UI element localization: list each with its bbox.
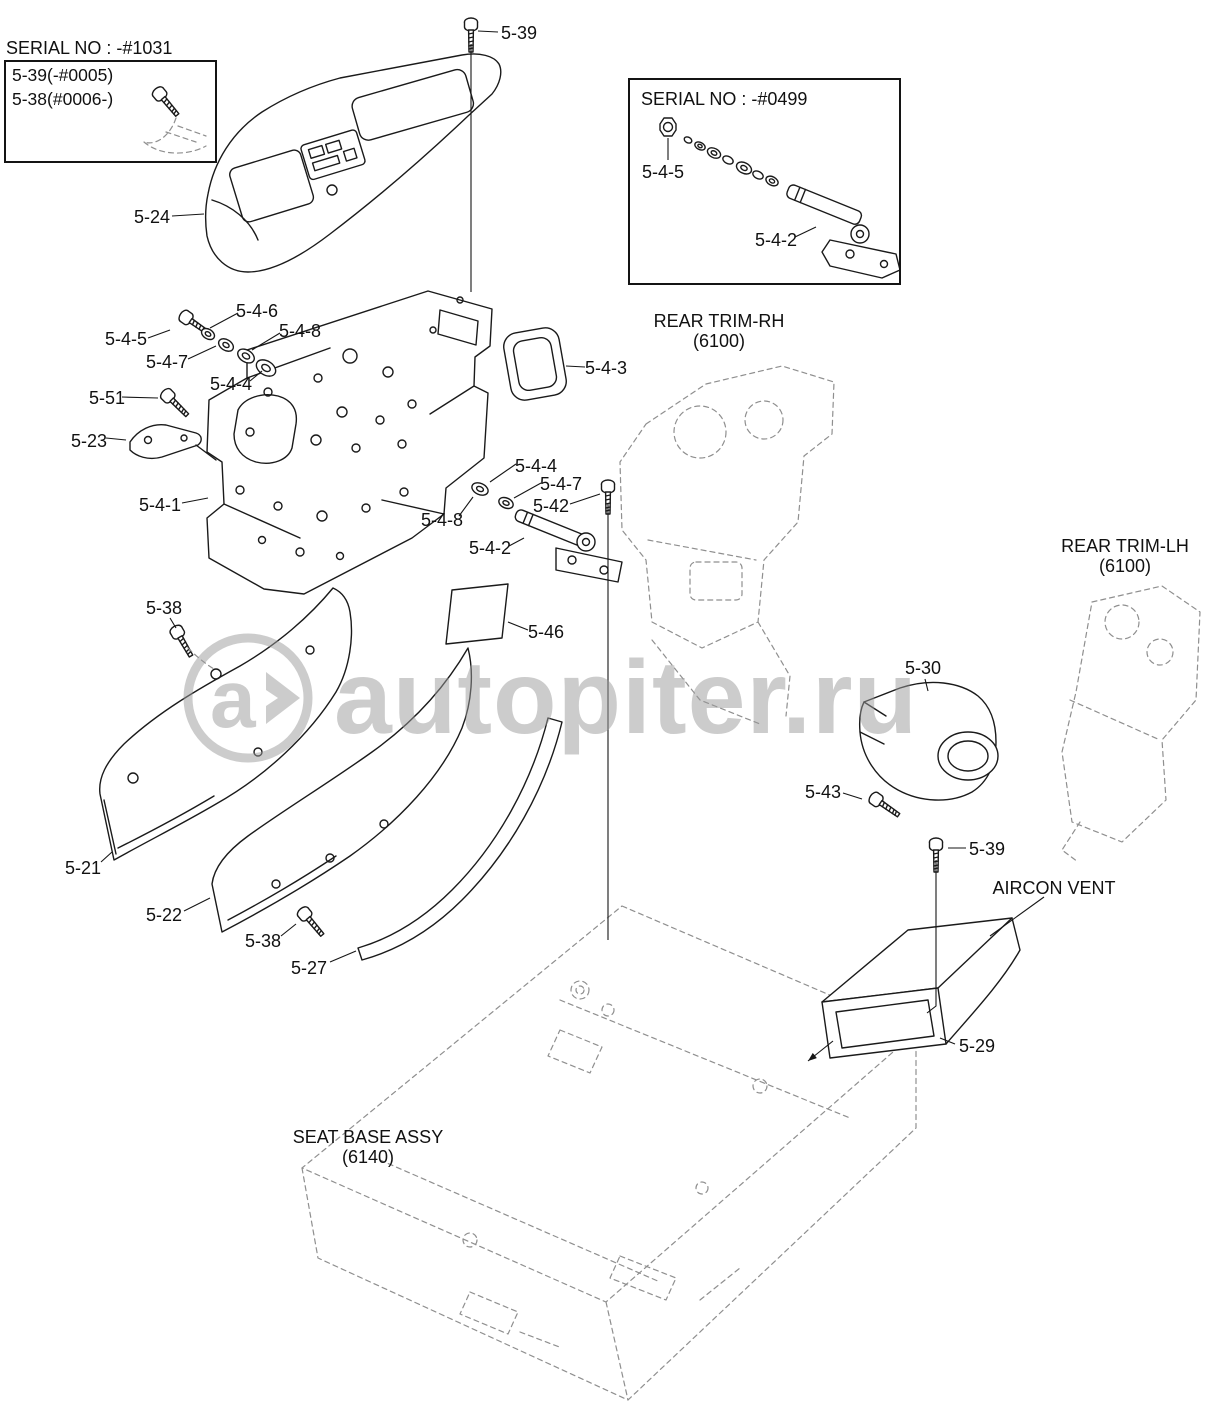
gasket-5-4-3	[503, 327, 567, 401]
seat-base-assy-ghost	[301, 905, 917, 1401]
plate-5-46	[445, 583, 509, 645]
screw-5-51	[157, 385, 193, 421]
rear-trim-lh-ghost	[1061, 585, 1201, 863]
console-part-5-24	[204, 53, 502, 273]
aircon-vent-5-29	[807, 917, 1021, 1062]
serial-box-2-pin-assembly	[659, 117, 901, 279]
main-frame-5-4-1	[206, 290, 493, 595]
serial-box-1-screw-sketch	[143, 84, 207, 154]
trim-panel-5-22	[211, 647, 473, 933]
weatherstrip-5-27	[357, 717, 563, 961]
screw-5-43	[866, 789, 904, 822]
bushing-5-4-8	[237, 348, 255, 364]
washer-5-4-7-right	[498, 496, 514, 510]
washer-5-4-6	[200, 327, 216, 341]
pin-5-4-2-right	[514, 509, 623, 583]
washer-5-4-7	[217, 338, 235, 352]
duct-5-30	[858, 681, 999, 801]
rear-trim-rh-ghost	[619, 365, 835, 725]
bracket-5-23	[129, 423, 217, 461]
screw-5-38-bottom	[294, 904, 328, 940]
washer-5-4-4-right	[471, 482, 489, 496]
leader-lines	[100, 30, 1045, 1045]
screw-5-38-left	[167, 622, 198, 660]
